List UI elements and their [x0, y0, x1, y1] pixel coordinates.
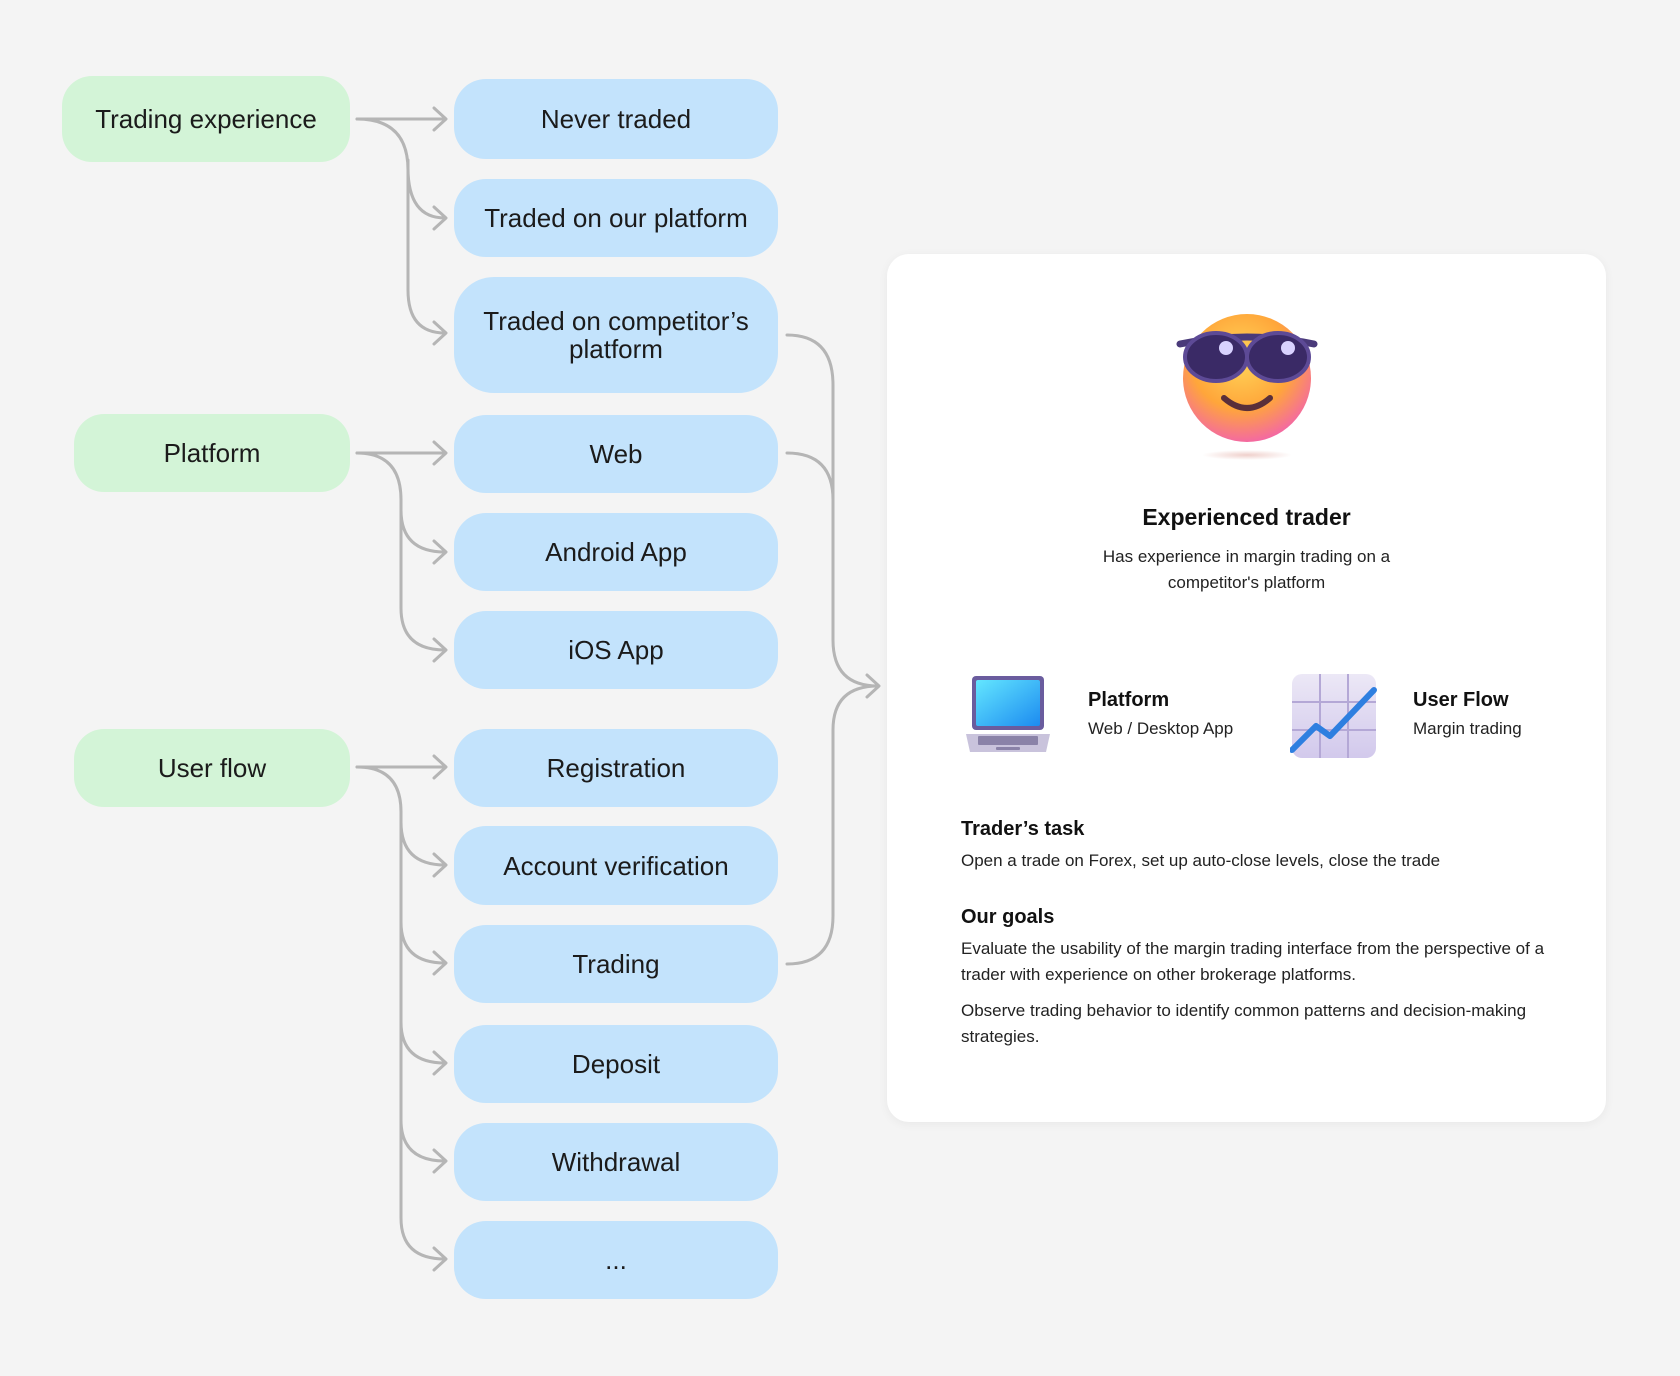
option-label: Account verification — [503, 850, 729, 881]
option-android-app: Android App — [454, 513, 778, 591]
category-trading-experience: Trading experience — [62, 76, 350, 162]
platform-label: Platform — [1088, 689, 1170, 711]
option-label: Android App — [545, 537, 687, 567]
merge-connectors — [785, 333, 881, 966]
option-label: Trading — [572, 949, 660, 979]
option-label: iOS App — [568, 635, 664, 665]
persona-title: Experienced trader — [1142, 504, 1351, 530]
task-title: Trader’s task — [961, 818, 1085, 840]
option-withdrawal: Withdrawal — [454, 1123, 778, 1201]
task-text: Open a trade on Forex, set up auto-close… — [961, 851, 1441, 870]
user-flow-value: Margin trading — [1413, 719, 1522, 738]
option-traded-on-competitors-platform: Traded on competitor’s platform — [454, 277, 778, 393]
chart-increasing-icon — [1290, 674, 1377, 758]
option-label: Registration — [546, 753, 686, 783]
option-trading: Trading — [454, 925, 778, 1003]
option-label: Never traded — [540, 104, 692, 134]
option-label: ... — [605, 1245, 627, 1275]
option-label: Deposit — [571, 1049, 661, 1079]
option-label: Withdrawal — [551, 1147, 681, 1177]
option-deposit: Deposit — [454, 1025, 778, 1103]
laptop-icon — [966, 676, 1050, 752]
option-account-verification: Account verification — [454, 826, 778, 905]
option-label: Traded on our platform — [484, 203, 748, 233]
category-label: User flow — [157, 752, 267, 783]
goal-item: Observe trading behavior to identify com… — [961, 1001, 1527, 1046]
persona-card: Experienced trader Has experience in mar… — [887, 254, 1606, 1122]
category-label: Platform — [163, 437, 261, 468]
trading-experience-connectors — [355, 106, 448, 346]
option-never-traded: Never traded — [454, 79, 778, 159]
option-ios-app: iOS App — [454, 611, 778, 689]
goal-item: Evaluate the usability of the margin tra… — [961, 939, 1545, 984]
smiling-face-with-sunglasses-icon — [1176, 314, 1318, 460]
option-label: Traded on competitor’s platform — [483, 306, 749, 364]
option-registration: Registration — [454, 729, 778, 807]
user-flow-label: User Flow — [1413, 689, 1509, 711]
goals-title: Our goals — [961, 906, 1055, 928]
category-user-flow: User flow — [74, 729, 350, 807]
persona-description: Has experience in margin trading on a co… — [1102, 547, 1391, 592]
platform-connectors — [355, 440, 448, 663]
category-label: Trading experience — [95, 103, 317, 134]
option-more: ... — [454, 1221, 778, 1299]
option-web: Web — [454, 415, 778, 493]
option-traded-on-our-platform: Traded on our platform — [454, 179, 778, 257]
option-label: Web — [589, 439, 643, 469]
user-flow-connectors — [355, 754, 448, 1272]
platform-value: Web / Desktop App — [1088, 719, 1234, 738]
category-platform: Platform — [74, 414, 350, 492]
